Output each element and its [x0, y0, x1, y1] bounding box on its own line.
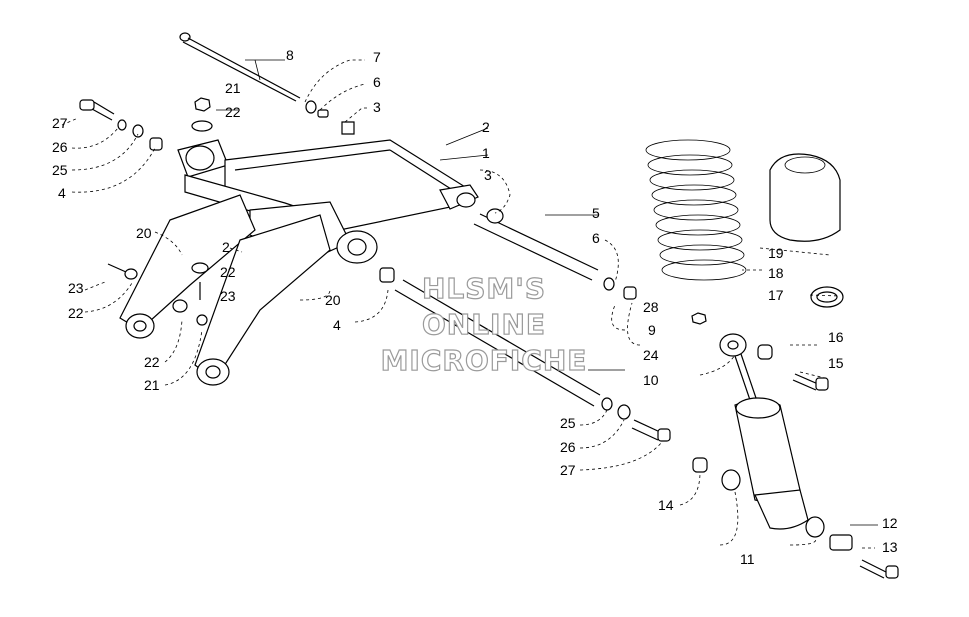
shock-absorber-part: [719, 333, 809, 530]
callout-3: 3: [373, 99, 381, 115]
callout-21b: 21: [144, 377, 160, 393]
callout-1: 1: [482, 145, 490, 161]
callout-23: 23: [68, 280, 84, 296]
callout-25b: 25: [560, 415, 576, 431]
callout-3b: 3: [484, 167, 492, 183]
callout-labels: 8 7 6 3 21 22 27 26 25 4 2 1 3 5 6 20 2 …: [52, 47, 898, 567]
callout-13: 13: [882, 539, 898, 555]
callout-27b: 27: [560, 462, 576, 478]
watermark-line-2: ONLINE: [422, 308, 546, 341]
callout-18: 18: [768, 265, 784, 281]
shock-hardware: [691, 312, 899, 579]
bolt-27-left: [79, 99, 163, 151]
callout-17: 17: [768, 287, 784, 303]
callout-12: 12: [882, 515, 898, 531]
callout-24: 24: [643, 347, 659, 363]
callout-7: 7: [373, 49, 381, 65]
callout-5: 5: [592, 205, 600, 221]
shock-boot-part: [769, 153, 841, 242]
cross-tube-5: [473, 208, 637, 300]
callout-22b: 22: [220, 264, 236, 280]
callout-4: 4: [58, 185, 66, 201]
callout-25: 25: [52, 162, 68, 178]
callout-20b: 20: [325, 292, 341, 308]
long-bolt-part: [179, 32, 301, 102]
nut-washer-top: [191, 97, 213, 132]
callout-8: 8: [286, 47, 294, 63]
leader-lines: [61, 59, 878, 549]
callout-2b: 2: [222, 239, 230, 255]
callout-26b: 26: [560, 439, 576, 455]
upper-bushings: [305, 100, 355, 135]
callout-19: 19: [768, 245, 784, 261]
watermark-line-1: HLSM'S: [422, 272, 546, 305]
left-hardware: [107, 262, 209, 326]
callout-15: 15: [828, 355, 844, 371]
watermark-line-3: MICROFICHE: [381, 344, 588, 377]
callout-28: 28: [643, 299, 659, 315]
callout-4b: 4: [333, 317, 341, 333]
callout-22: 22: [225, 104, 241, 120]
callout-6b: 6: [592, 230, 600, 246]
callout-20: 20: [136, 225, 152, 241]
callout-23b: 23: [220, 288, 236, 304]
callout-26: 26: [52, 139, 68, 155]
callout-22d: 22: [144, 354, 160, 370]
callout-14: 14: [658, 497, 674, 513]
callout-16: 16: [828, 329, 844, 345]
watermark: HLSM'S ONLINE MICROFICHE: [380, 271, 588, 377]
callout-27: 27: [52, 115, 68, 131]
cross-tube-24: [379, 267, 671, 442]
callout-11: 11: [740, 551, 755, 567]
callout-10: 10: [643, 372, 659, 388]
swing-arms-part: [119, 194, 331, 386]
retaining-clip-part: [810, 286, 844, 308]
coil-spring-part: [645, 139, 747, 281]
callout-2: 2: [482, 119, 490, 135]
callout-22c: 22: [68, 305, 84, 321]
callout-9: 9: [648, 322, 656, 338]
callout-6: 6: [373, 74, 381, 90]
callout-21: 21: [225, 80, 241, 96]
